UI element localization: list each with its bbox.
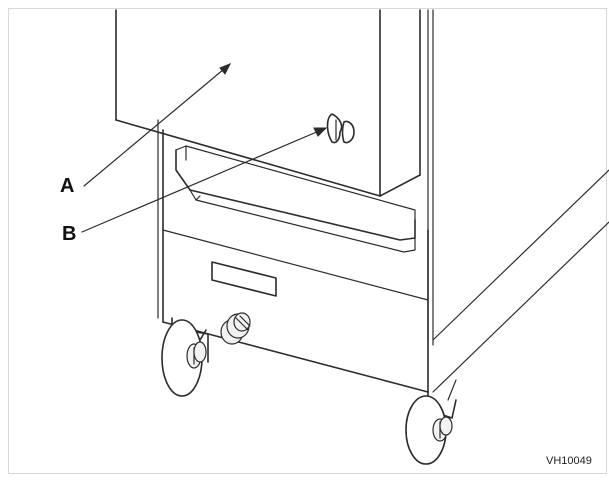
callout-label-b: B: [62, 223, 76, 245]
callout-a-leader: [83, 63, 232, 187]
left-caster: [161, 317, 209, 397]
label-plate: [211, 261, 277, 297]
lower-cabinet-body: [157, 119, 609, 393]
drip-tray: [175, 145, 416, 253]
door-latch: [326, 113, 355, 144]
callout-label-a: A: [60, 175, 74, 197]
right-caster: [405, 379, 457, 465]
figure-frame: [8, 8, 607, 474]
callout-b-leader: [81, 127, 328, 233]
drain-valve: [220, 312, 251, 345]
figure-code: VH10049: [546, 455, 592, 467]
upper-door-panel: [115, 9, 434, 346]
